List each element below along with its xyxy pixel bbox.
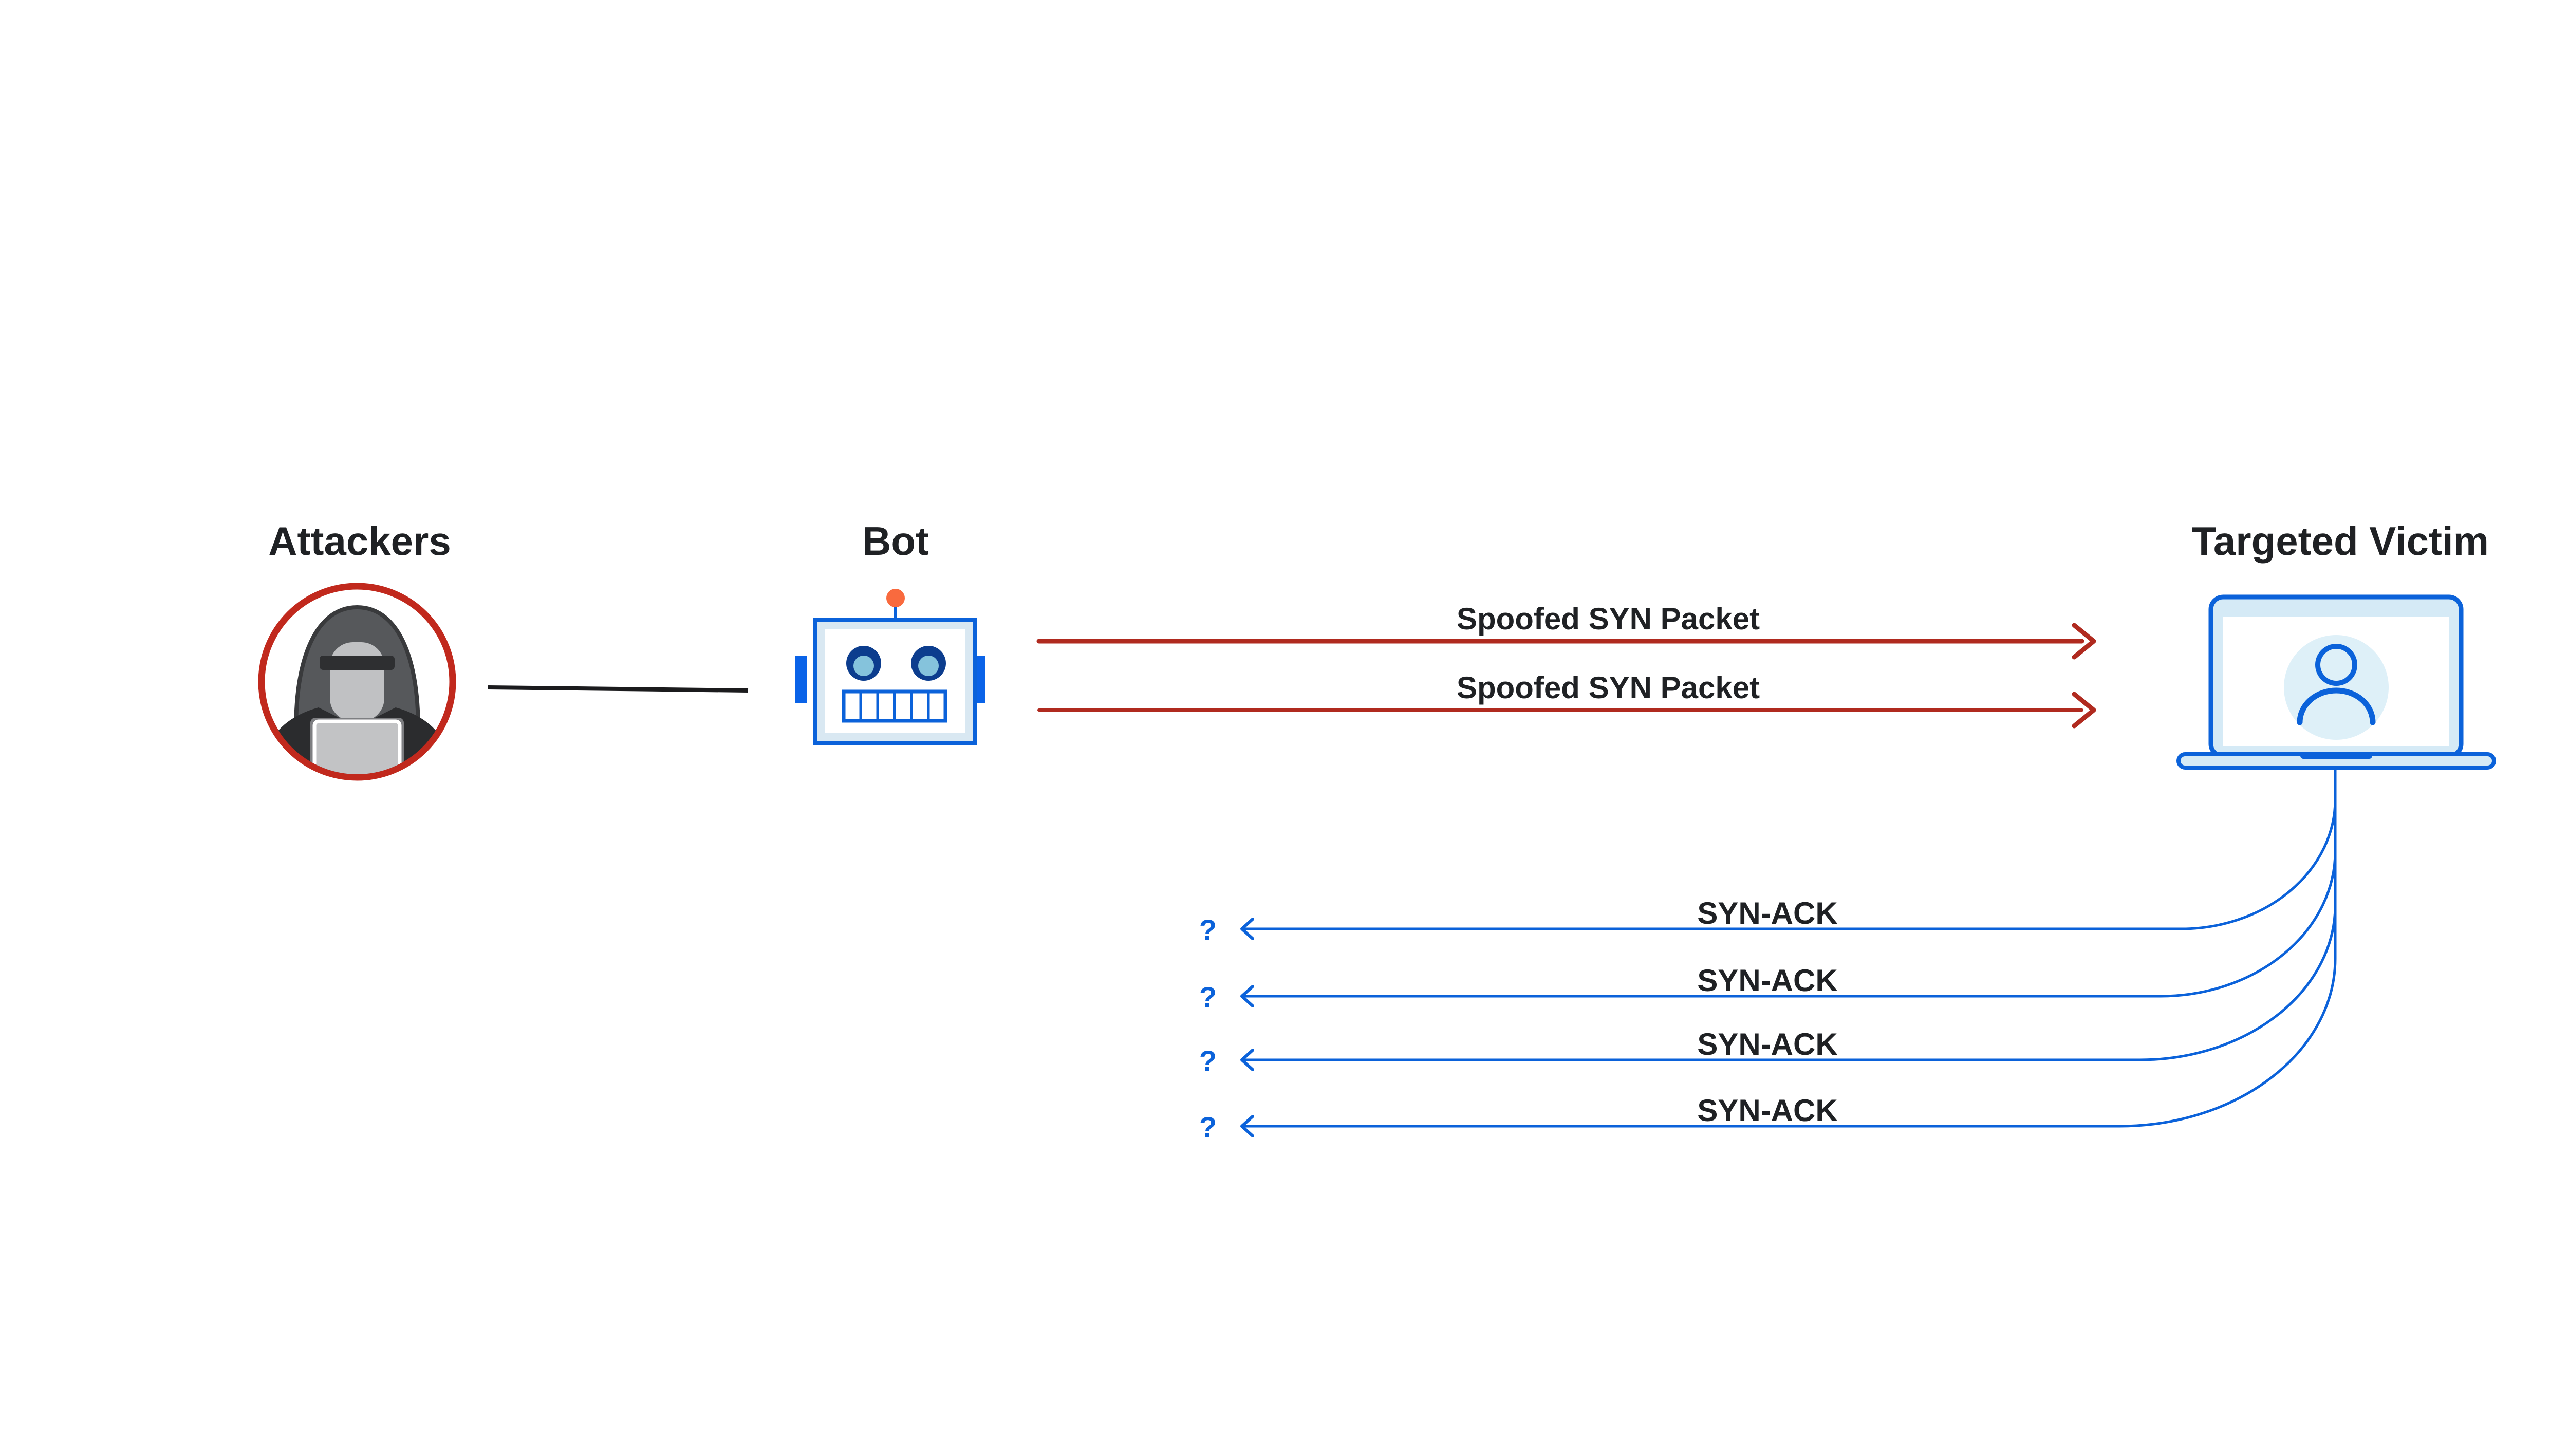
robot-pupil-left <box>853 656 874 676</box>
user-avatar-background <box>2284 635 2389 740</box>
hacker-face <box>330 642 384 721</box>
syn-ack-flow: SYN-ACK ? SYN-ACK ? SYN-ACK ? SYN-ACK ? <box>1199 766 2337 1143</box>
attackers-label: Attackers <box>268 518 451 564</box>
syn-arrow: Spoofed SYN Packet <box>1036 602 2096 660</box>
synack-arrow-label: SYN-ACK <box>1697 963 1837 998</box>
laptop-user-icon <box>2176 594 2496 770</box>
victim-label: Targeted Victim <box>2192 518 2489 564</box>
hacker-laptop-lid <box>312 719 402 774</box>
synack-arrowhead <box>1240 1049 1254 1071</box>
syn-arrowhead <box>2072 623 2096 660</box>
synack-curve <box>1243 766 2337 1128</box>
synack-arrow: SYN-ACK ? <box>1199 766 2337 1013</box>
synack-arrowhead <box>1240 1115 1254 1137</box>
hacker-sunglasses <box>320 656 395 670</box>
synack-arrow: SYN-ACK ? <box>1199 766 2337 1077</box>
synack-arrowhead <box>1240 918 1254 940</box>
question-mark: ? <box>1199 1044 1217 1077</box>
syn-arrow-label: Spoofed SYN Packet <box>1457 670 1760 705</box>
robot-icon <box>795 589 985 745</box>
robot-mouth-teeth <box>859 692 930 721</box>
synack-curve <box>1243 766 2337 998</box>
question-mark: ? <box>1199 981 1217 1013</box>
synack-arrow: SYN-ACK ? <box>1199 766 2337 946</box>
synack-arrow-label: SYN-ACK <box>1697 1027 1837 1061</box>
syn-arrow: Spoofed SYN Packet <box>1037 670 2096 729</box>
robot-antenna-ball <box>886 589 905 607</box>
synack-arrow: SYN-ACK ? <box>1199 766 2337 1143</box>
synack-curve <box>1243 766 2337 1061</box>
bot-actor: Bot <box>795 518 985 745</box>
attacker-bot-link-line <box>488 685 749 693</box>
question-mark: ? <box>1199 913 1217 946</box>
victim-actor: Targeted Victim <box>2176 518 2496 770</box>
synack-arrowhead <box>1240 985 1254 1007</box>
robot-ear-left <box>795 656 807 703</box>
question-mark: ? <box>1199 1111 1217 1143</box>
robot-pupil-right <box>918 656 939 676</box>
synack-curve <box>1243 766 2337 930</box>
bot-label: Bot <box>862 518 929 564</box>
synack-arrow-label: SYN-ACK <box>1697 896 1837 930</box>
user-head-icon <box>2315 644 2357 686</box>
syn-arrow-label: Spoofed SYN Packet <box>1457 602 1760 636</box>
synack-arrow-label: SYN-ACK <box>1697 1093 1837 1128</box>
syn-flow: Spoofed SYN Packet Spoofed SYN Packet <box>1036 602 2096 729</box>
syn-arrowhead <box>2072 692 2096 729</box>
user-shoulders-icon <box>2297 687 2376 725</box>
